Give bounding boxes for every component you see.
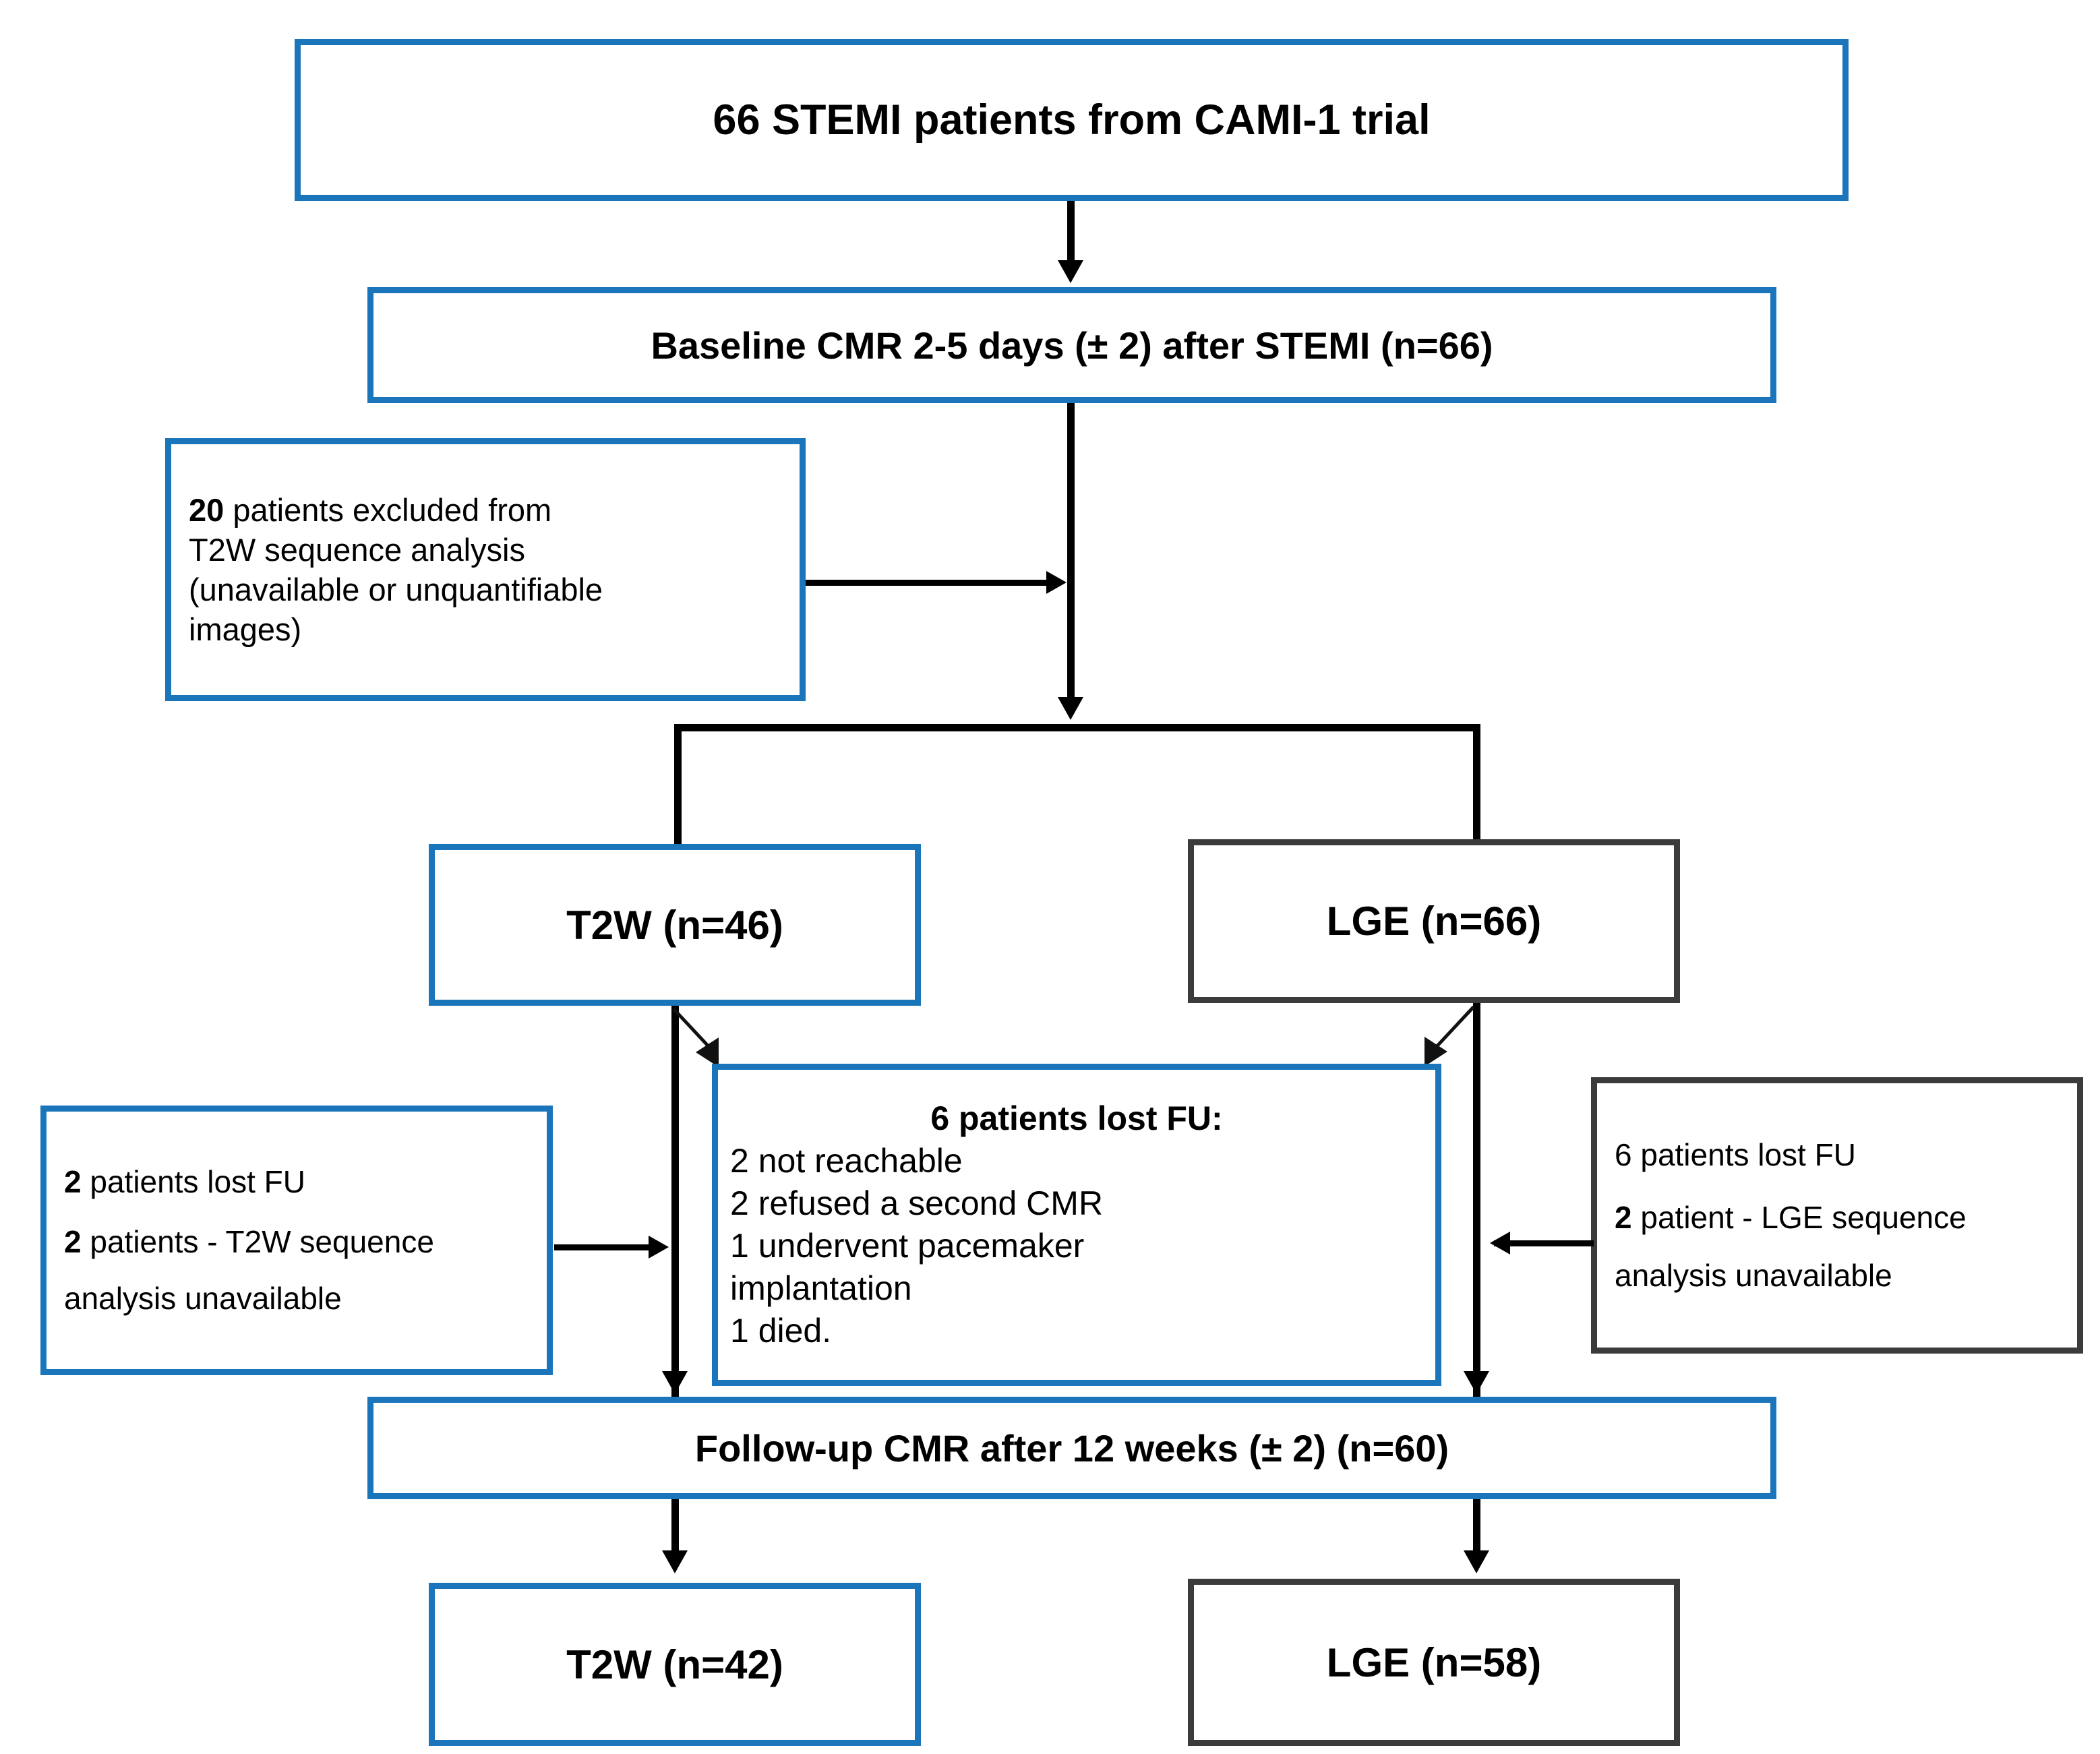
connector-followup-t2w xyxy=(671,1499,679,1561)
lost-fu-left-count-2: 2 xyxy=(64,1224,82,1260)
lost-fu-left-line-3: analysis unavailable xyxy=(64,1280,342,1316)
node-lost-fu-left-content: 2 patients lost FU 2 patients - T2W sequ… xyxy=(47,1158,547,1323)
node-lost-fu-right-content: 6 patients lost FU 2 patient - LGE seque… xyxy=(1597,1131,2077,1300)
node-lge-followup: LGE (n=58) xyxy=(1188,1579,1680,1746)
connector-lge-followup xyxy=(1473,1003,1480,1397)
excluded-line-2: T2W sequence analysis xyxy=(189,531,525,568)
node-followup-cmr: Follow-up CMR after 12 weeks (± 2) (n=60… xyxy=(367,1397,1776,1499)
lost-fu-left-count-1: 2 xyxy=(64,1164,82,1200)
connector-excluded-stem xyxy=(806,580,1052,586)
arrowhead-followup-t2w xyxy=(662,1550,688,1573)
connector-baseline-split xyxy=(1067,403,1075,700)
lost-fu-center-line-5: 1 died. xyxy=(730,1312,832,1350)
node-lge-followup-label: LGE (n=58) xyxy=(1326,1639,1542,1685)
lost-fu-right-line-3: analysis unavailable xyxy=(1615,1257,1892,1293)
lost-fu-left-line-2: 2 patients - T2W sequence xyxy=(64,1218,529,1266)
lost-fu-center-line-1: 2 not reachable xyxy=(730,1142,963,1180)
arrowhead-enrollment-baseline xyxy=(1058,260,1083,283)
node-lge-baseline: LGE (n=66) xyxy=(1188,839,1680,1003)
lost-fu-center-heading: 6 patients lost FU: xyxy=(930,1099,1223,1137)
arrowhead-lostfu-right-stem xyxy=(1490,1232,1510,1254)
lost-fu-center-line-2: 2 refused a second CMR xyxy=(730,1184,1104,1222)
lost-fu-right-line-2: 2 patient - LGE sequence xyxy=(1615,1194,2060,1242)
lost-fu-left-text-2: patients - T2W sequence xyxy=(81,1224,434,1260)
spacer xyxy=(64,1206,529,1218)
node-lost-fu-center-content: 6 patients lost FU: 2 not reachable 2 re… xyxy=(718,1097,1435,1352)
node-enrollment-label: 66 STEMI patients from CAMI-1 trial xyxy=(713,96,1431,144)
lost-fu-center-line-3: 1 undervent pacemaker xyxy=(730,1227,1085,1265)
node-lost-fu-center: 6 patients lost FU: 2 not reachable 2 re… xyxy=(712,1064,1441,1386)
arrowhead-t2w-lostfu-diagonal xyxy=(696,1037,719,1067)
node-excluded-t2w: 20 patients excluded from T2W sequence a… xyxy=(165,438,806,701)
excluded-line-1: 20 patients excluded from xyxy=(189,490,782,530)
node-lost-fu-left: 2 patients lost FU 2 patients - T2W sequ… xyxy=(40,1106,553,1375)
lost-fu-center-line-4: implantation xyxy=(730,1269,912,1307)
node-t2w-baseline: T2W (n=46) xyxy=(429,844,921,1006)
arrowhead-lge-followup xyxy=(1464,1371,1489,1394)
split-bar-horizontal xyxy=(674,724,1480,731)
split-bar-right-drop xyxy=(1473,724,1480,842)
connector-t2w-followup xyxy=(671,1006,679,1397)
arrowhead-followup-lge xyxy=(1464,1550,1489,1573)
lost-fu-right-line-1: 6 patients lost FU xyxy=(1615,1137,1856,1173)
excluded-line-1-count: 20 xyxy=(189,491,224,528)
lost-fu-right-count-2: 2 xyxy=(1615,1200,1632,1236)
node-followup-cmr-label: Follow-up CMR after 12 weeks (± 2) (n=60… xyxy=(694,1426,1449,1470)
excluded-line-1-text: patients excluded from xyxy=(224,491,552,528)
spacer xyxy=(1615,1179,2060,1194)
excluded-line-4: images) xyxy=(189,611,302,648)
excluded-line-3: (unavailable or unquantifiable xyxy=(189,572,603,607)
node-lge-baseline-label: LGE (n=66) xyxy=(1326,899,1542,944)
lost-fu-left-line-1: 2 patients lost FU xyxy=(64,1158,529,1206)
node-t2w-followup-label: T2W (n=42) xyxy=(566,1641,783,1687)
node-excluded-t2w-lines: 20 patients excluded from T2W sequence a… xyxy=(171,490,800,650)
arrowhead-baseline-split xyxy=(1058,697,1083,720)
arrowhead-lostfu-left-stem xyxy=(649,1236,669,1259)
connector-enrollment-baseline xyxy=(1067,201,1075,268)
node-enrollment: 66 STEMI patients from CAMI-1 trial xyxy=(295,39,1849,201)
arrowhead-excluded-stem xyxy=(1046,571,1067,594)
node-baseline-cmr-label: Baseline CMR 2-5 days (± 2) after STEMI … xyxy=(651,324,1493,367)
node-lost-fu-right: 6 patients lost FU 2 patient - LGE seque… xyxy=(1591,1077,2083,1354)
lost-fu-left-text-1: patients lost FU xyxy=(81,1164,305,1200)
node-t2w-followup: T2W (n=42) xyxy=(429,1583,921,1746)
arrowhead-t2w-followup xyxy=(662,1371,688,1394)
split-bar-left-drop xyxy=(674,724,682,845)
node-baseline-cmr: Baseline CMR 2-5 days (± 2) after STEMI … xyxy=(367,287,1776,403)
connector-lostfu-right-stem xyxy=(1494,1240,1594,1246)
lost-fu-right-text-2: patient - LGE sequence xyxy=(1631,1200,1967,1236)
arrowhead-lge-lostfu-diagonal xyxy=(1424,1037,1447,1066)
spacer xyxy=(64,1267,529,1275)
connector-lostfu-left-stem xyxy=(554,1244,654,1250)
connector-followup-lge xyxy=(1473,1499,1480,1561)
spacer xyxy=(1615,1242,2060,1252)
node-t2w-baseline-label: T2W (n=46) xyxy=(566,902,783,948)
